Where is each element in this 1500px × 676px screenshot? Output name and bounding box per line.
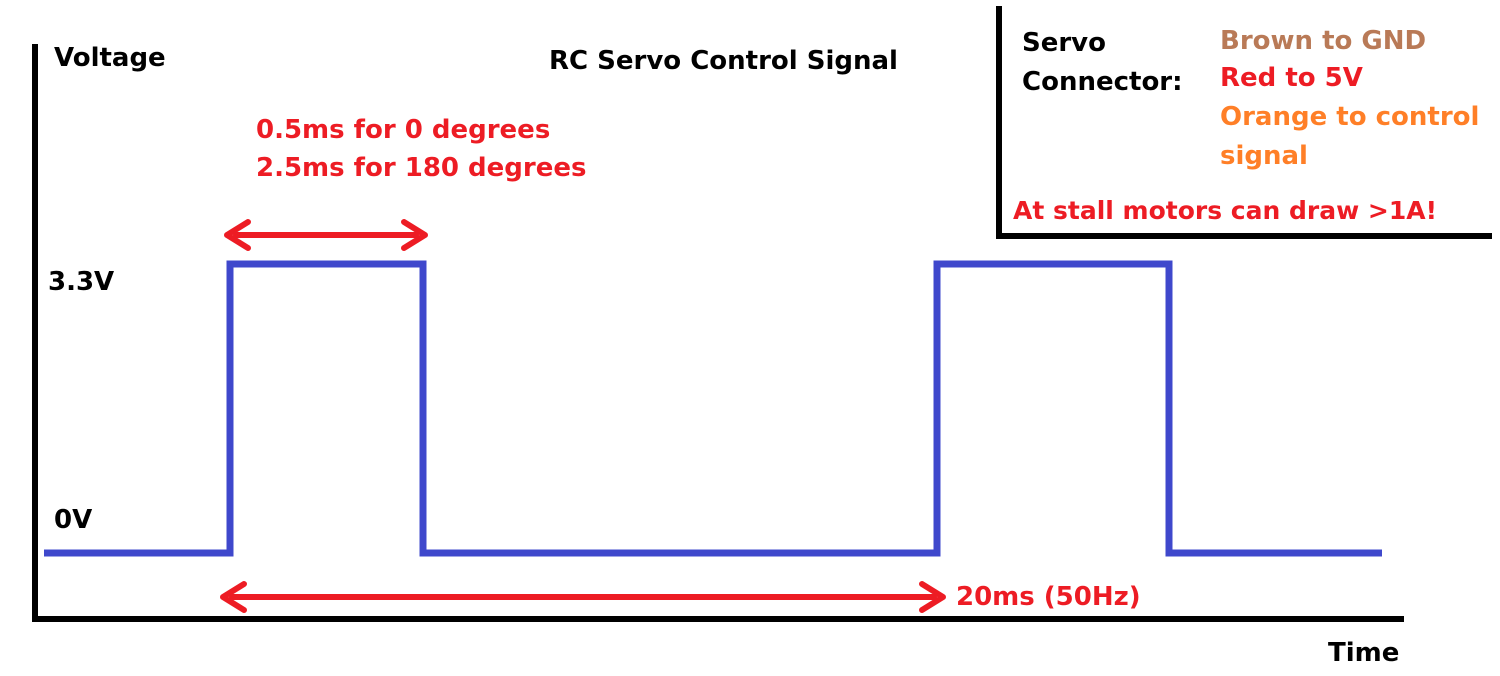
y-axis-label: Voltage [54, 43, 166, 73]
orange-wire-label-line2: signal [1220, 141, 1308, 171]
red-wire-label: Red to 5V [1220, 63, 1363, 93]
connector-heading-line1: Servo [1022, 28, 1106, 58]
pulse-width-note-line2: 2.5ms for 180 degrees [256, 153, 586, 183]
stall-current-warning: At stall motors can draw >1A! [1013, 196, 1437, 225]
brown-wire-label: Brown to GND [1220, 26, 1426, 56]
period-arrow [220, 581, 946, 613]
low-level-label: 0V [54, 505, 92, 535]
period-note: 20ms (50Hz) [956, 582, 1141, 612]
diagram-title: RC Servo Control Signal [549, 46, 898, 76]
pwm-signal-waveform [44, 260, 1382, 557]
pulse-width-arrow [224, 219, 428, 251]
connector-heading-line2: Connector: [1022, 67, 1183, 97]
x-axis-label: Time [1328, 638, 1399, 668]
pulse-width-note-line1: 0.5ms for 0 degrees [256, 115, 550, 145]
high-level-label: 3.3V [48, 267, 114, 297]
orange-wire-label-line1: Orange to control [1220, 102, 1479, 132]
